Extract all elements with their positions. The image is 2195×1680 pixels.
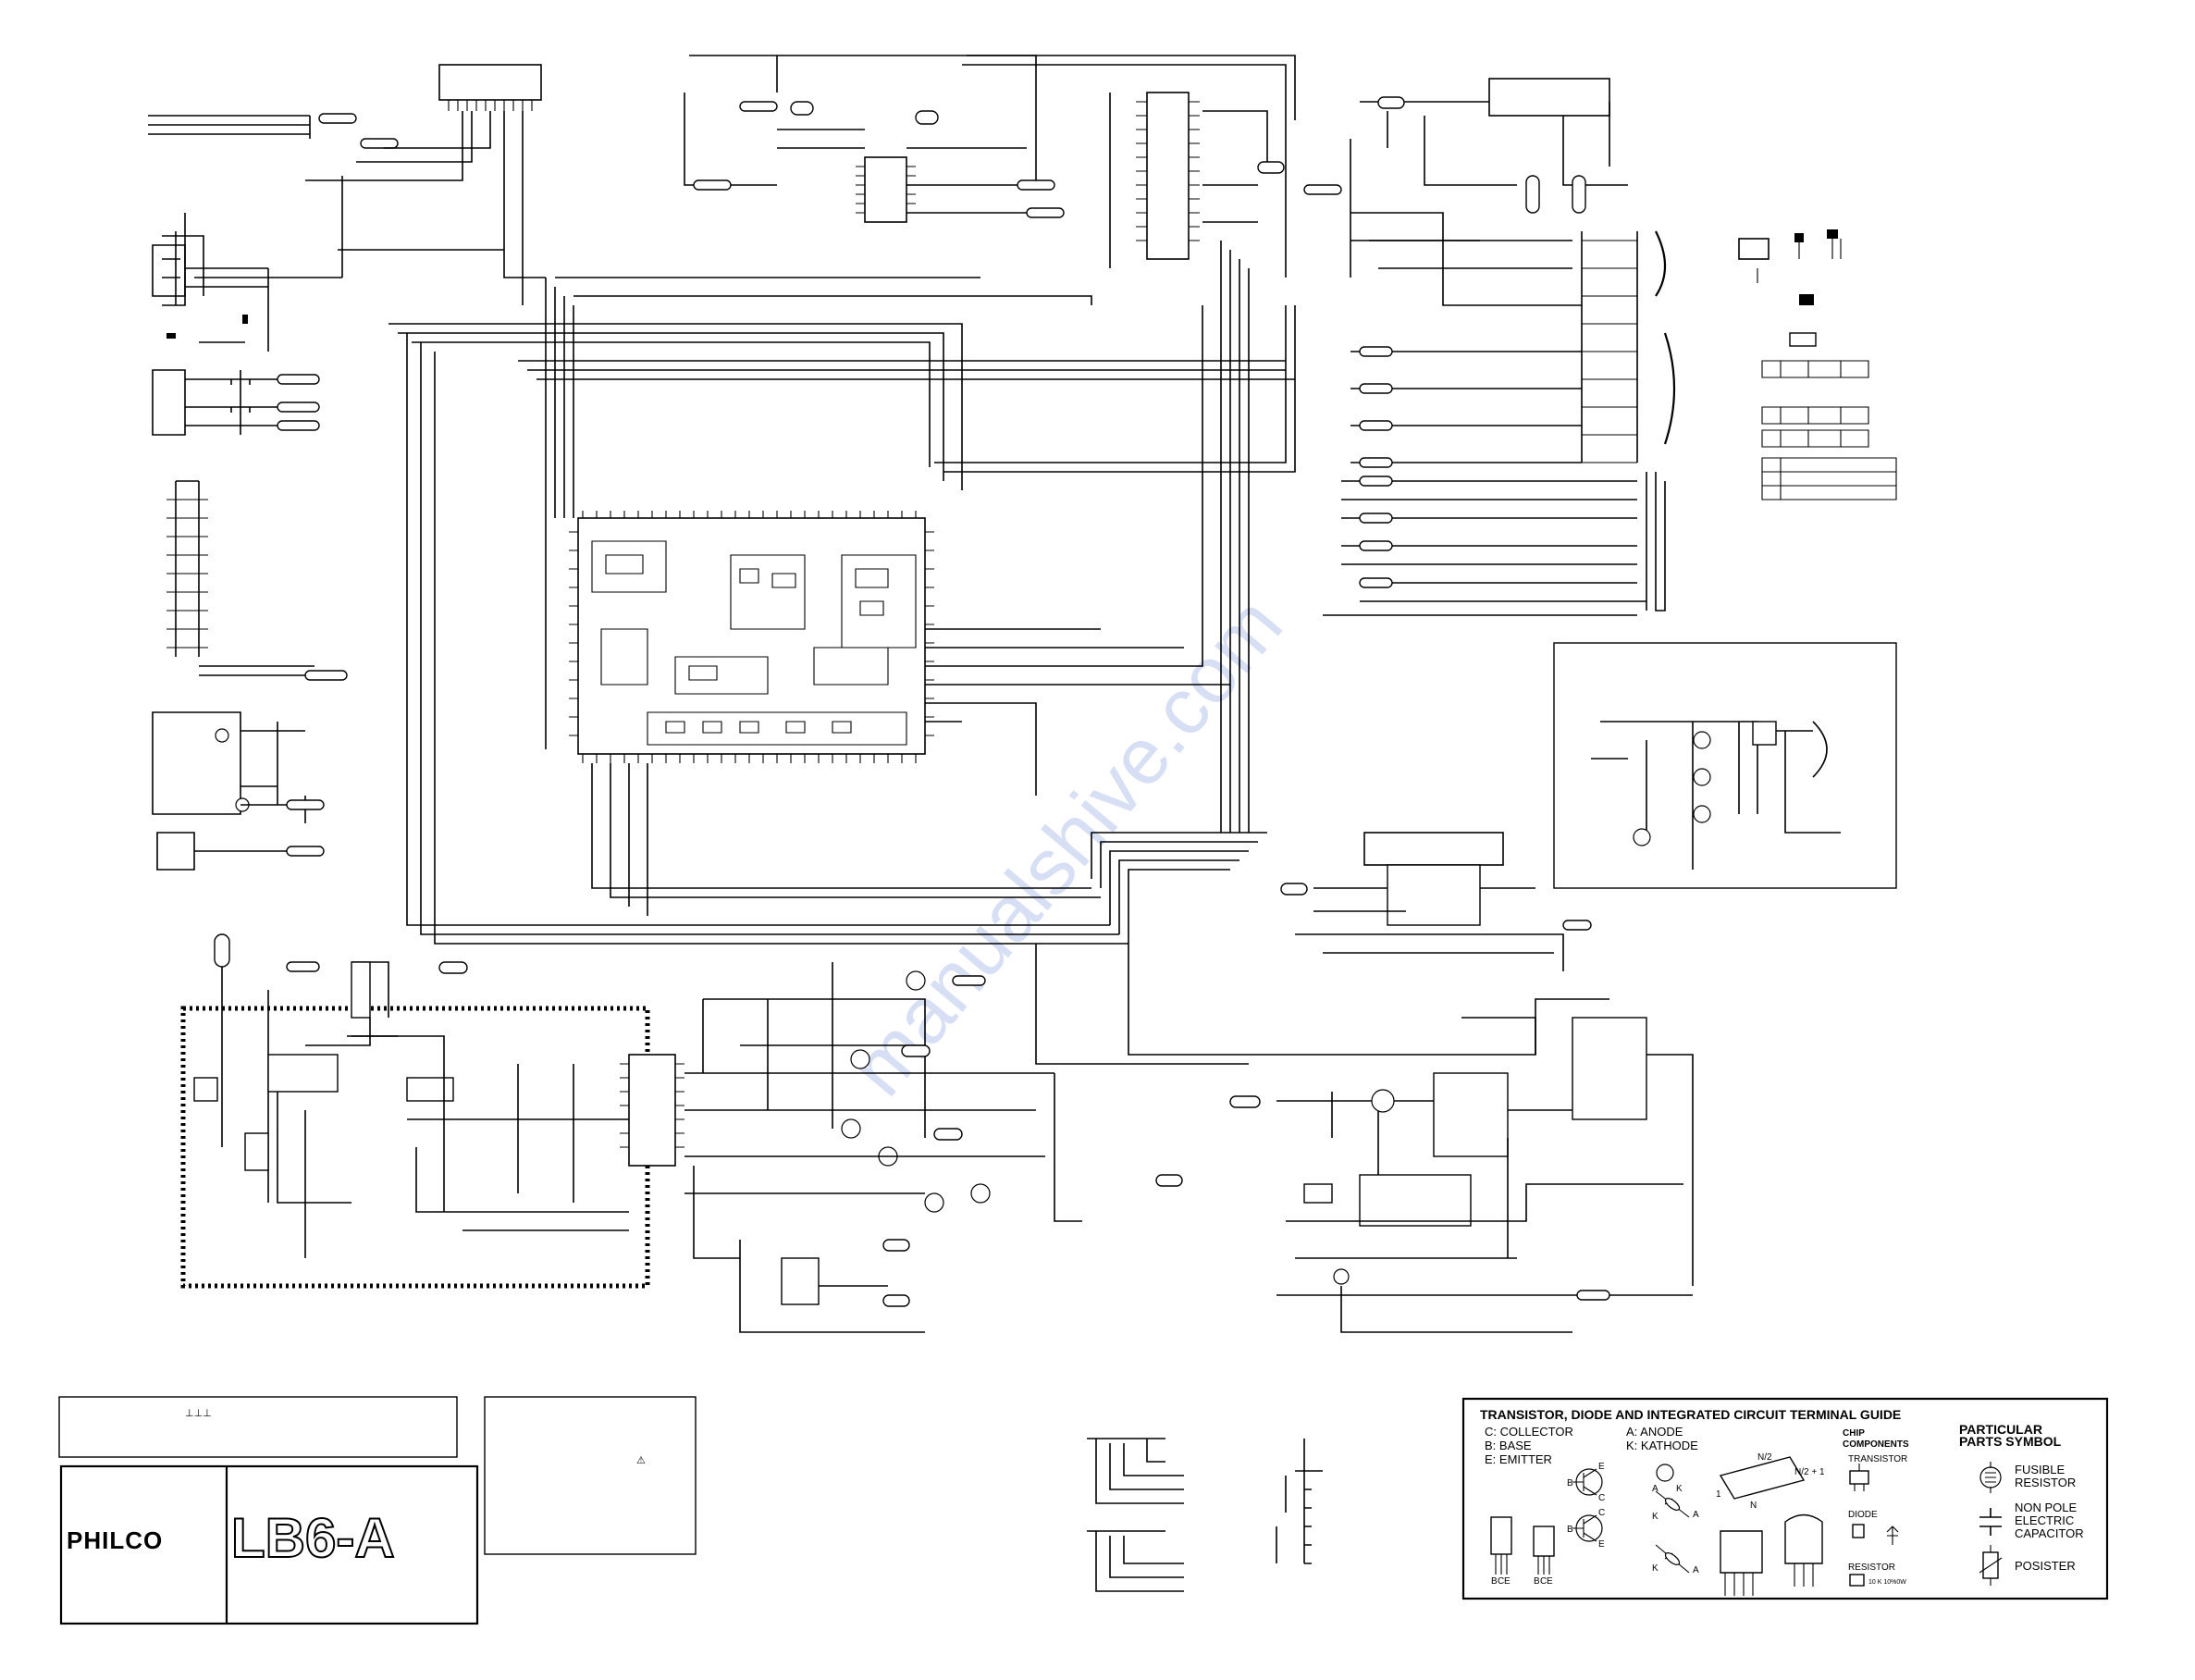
svg-text:C: C [1540,1576,1547,1587]
svg-text:PARTICULAR: PARTICULAR [1959,1422,2042,1437]
legend-collector: C: COLLECTOR [1485,1425,1573,1439]
top-center-ic [693,101,1065,223]
flyback-section [1035,944,1694,1333]
svg-text:10 K 10%0W: 10 K 10%0W [1868,1579,1906,1586]
left-connector-a [152,244,269,352]
svg-text:E: E [1547,1576,1553,1587]
supply-stages [684,962,1082,1333]
top-right-connector [1350,78,1628,278]
brand-logo: PHILCO [67,1526,163,1554]
svg-text:PARTS SYMBOL: PARTS SYMBOL [1959,1434,2062,1449]
left-ladder [166,480,348,681]
non-pole-capacitor-symbol [1979,1508,2002,1536]
terminal-guide: TRANSISTOR, DIODE AND INTEGRATED CIRCUIT… [1461,1397,2109,1600]
title-block: PHILCO LB6-A [59,1464,479,1625]
main-ic [569,511,934,763]
svg-text:E: E [1598,1539,1605,1550]
ic-package-drawings: N/2 N/2 + 1 1 N [1716,1452,1825,1596]
center-right-connector [1280,832,1592,971]
main-bus-wiring [388,55,1296,945]
svg-text:ELECTRIC: ELECTRIC [2015,1513,2074,1527]
svg-text:TRANSISTOR: TRANSISTOR [1848,1454,1907,1464]
svg-text:CAPACITOR: CAPACITOR [2015,1526,2084,1540]
svg-text:K: K [1652,1563,1659,1574]
svg-text:DIODE: DIODE [1848,1510,1878,1520]
svg-text:B: B [1567,1525,1573,1535]
guide-title: TRANSISTOR, DIODE AND INTEGRATED CIRCUIT… [1480,1407,1901,1422]
svg-text:A: A [1693,1565,1699,1575]
notes-symbol: ⊥⊥⊥ [185,1408,212,1419]
svg-text:K: K [1652,1512,1659,1522]
svg-text:C: C [1598,1493,1605,1503]
svg-text:A: A [1693,1510,1699,1520]
particular-parts: PARTICULAR PARTS SYMBOL FUSIBLE RESISTOR… [1959,1422,2084,1586]
svg-text:B: B [1491,1576,1498,1587]
crt-board [1553,642,1897,889]
svg-text:E: E [1504,1576,1511,1587]
legend-kathode: K: KATHODE [1626,1439,1698,1452]
power-supply-section [180,933,684,1289]
svg-text:1: 1 [1716,1489,1721,1500]
parts-thumbnails [1738,229,1842,347]
bottom-wire-fragments [1087,1438,1323,1592]
legend-anode: A: ANODE [1626,1425,1683,1439]
notes-box: ⊥⊥⊥ [58,1396,458,1458]
svg-text:A: A [1652,1484,1659,1494]
left-connector-b [152,369,320,436]
transistor-package-drawings: B C E B C E [1490,1516,1555,1587]
top-right-ic [1109,92,1342,268]
svg-text:K: K [1676,1484,1683,1494]
revision-box: ⚠ [484,1396,697,1555]
right-output-stack [1323,212,1676,616]
svg-text:C: C [1498,1576,1504,1587]
svg-text:N/2 + 1: N/2 + 1 [1794,1467,1825,1477]
svg-text:B: B [1534,1576,1540,1587]
top-connector-block [148,64,546,306]
svg-text:RESISTOR: RESISTOR [1848,1563,1895,1573]
chip-components: CHIP COMPONENTS TRANSISTOR DIODE RESISTO… [1843,1428,1909,1587]
svg-text:COMPONENTS: COMPONENTS [1843,1439,1909,1450]
warning-icon: ⚠ [636,1455,646,1466]
svg-text:E: E [1598,1462,1605,1472]
diode-symbol: A K K A K A [1652,1464,1699,1575]
svg-text:N/2: N/2 [1757,1452,1772,1463]
svg-text:N: N [1750,1501,1757,1511]
svg-text:NON POLE: NON POLE [2015,1501,2078,1514]
right-table [1761,360,1897,500]
svg-text:FUSIBLE: FUSIBLE [2015,1463,2066,1476]
legend-emitter: E: EMITTER [1485,1452,1552,1466]
svg-text:POSISTER: POSISTER [2015,1559,2076,1573]
svg-text:C: C [1598,1508,1605,1518]
posister-symbol [1979,1545,2003,1586]
legend-base: B: BASE [1485,1439,1532,1452]
svg-text:CHIP: CHIP [1843,1428,1865,1439]
transistor-symbol: B E C B C E [1567,1462,1605,1550]
model-name: LB6-A [231,1507,395,1569]
svg-text:RESISTOR: RESISTOR [2015,1476,2076,1489]
left-transistor-stage [152,711,325,871]
svg-text:B: B [1567,1478,1573,1489]
